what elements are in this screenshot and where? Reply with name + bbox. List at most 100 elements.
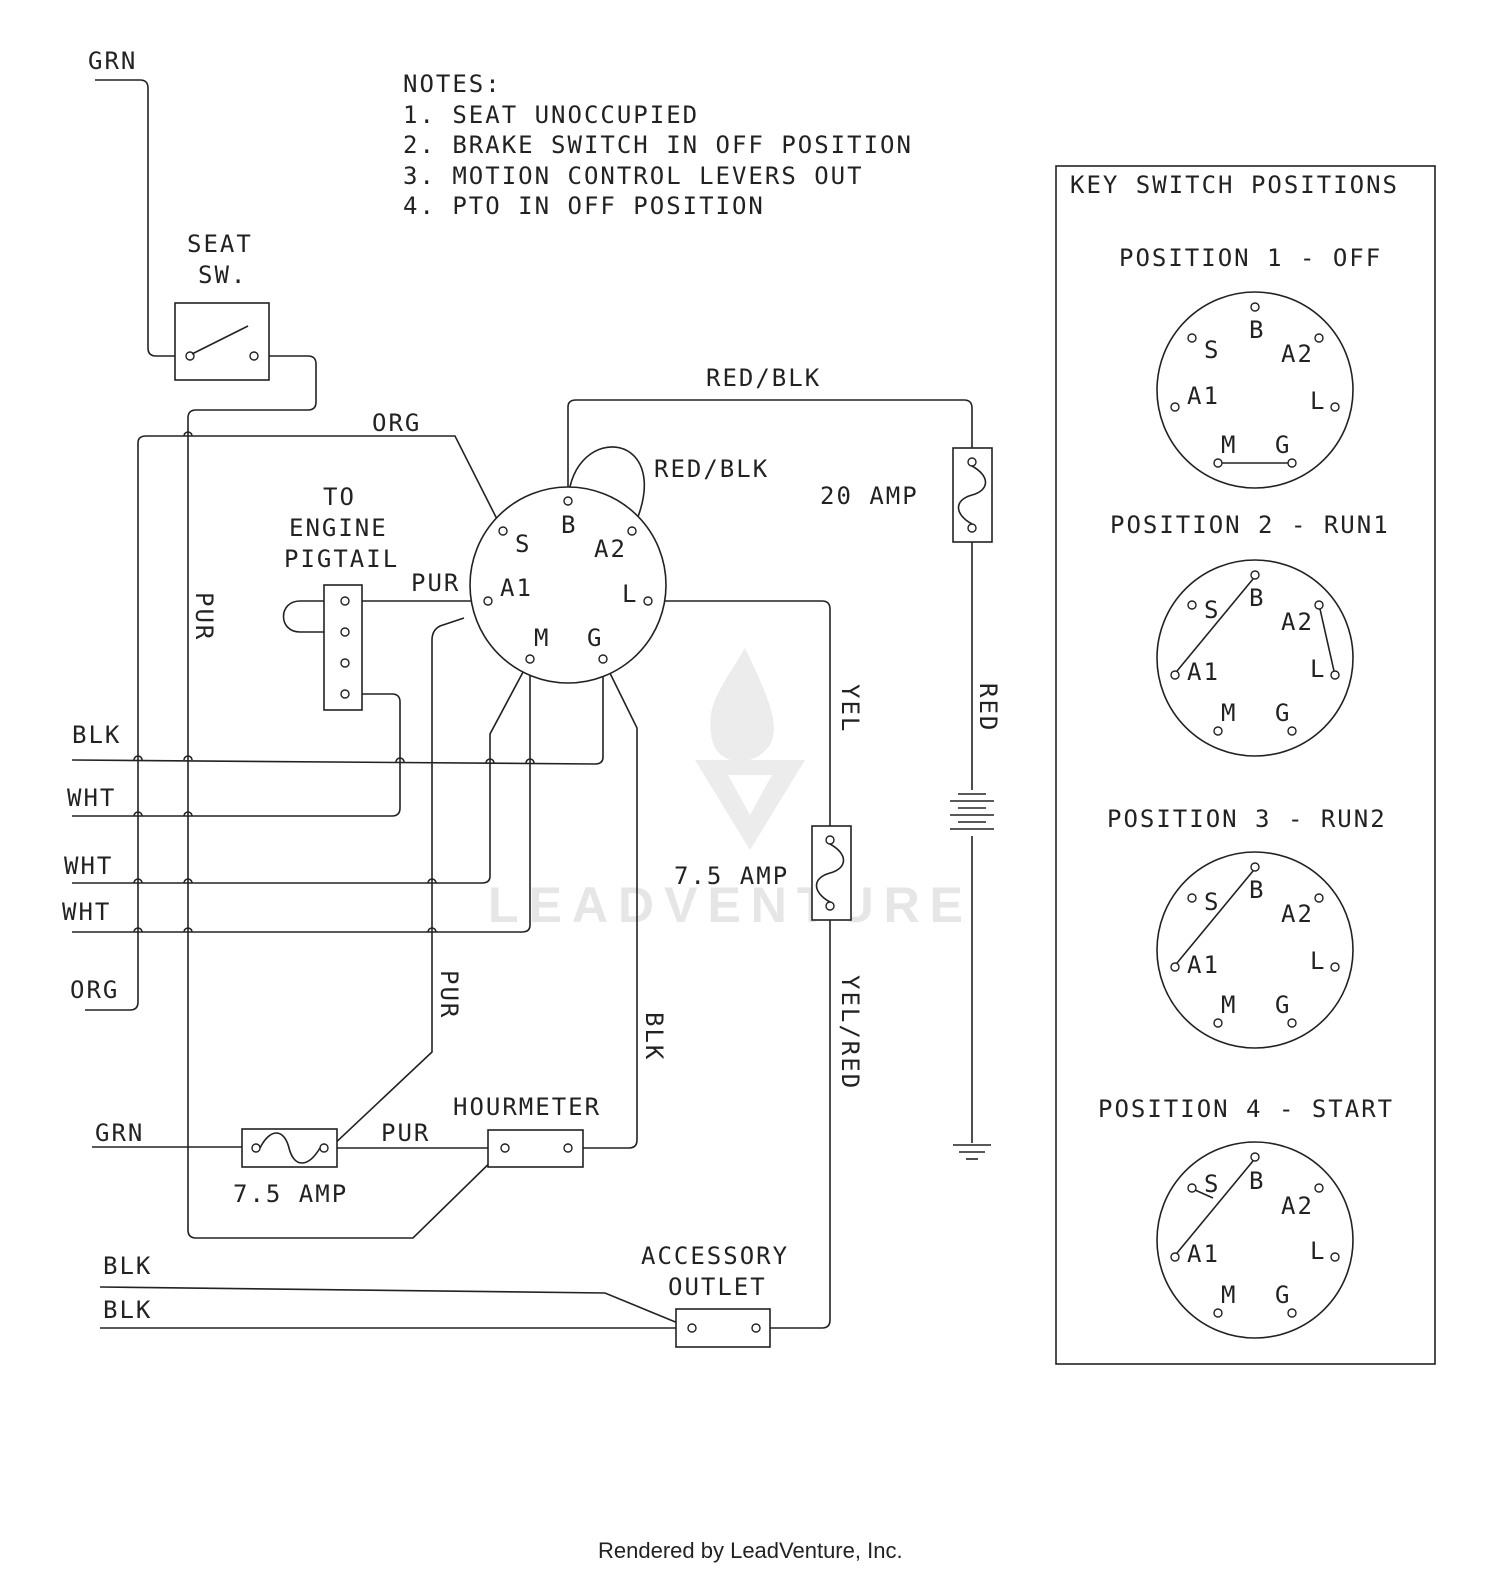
watermark-flame-icon (710, 648, 774, 762)
wire-m-wht-2 (72, 658, 531, 884)
wire-grn-top (95, 79, 190, 357)
note-item: 3. MOTION CONTROL LEVERS OUT (403, 162, 864, 190)
note-item: 4. PTO IN OFF POSITION (403, 192, 765, 220)
wire-pigtail-loop (282, 600, 345, 633)
pos1-l: L (1310, 387, 1326, 415)
wires (71, 79, 973, 1329)
wire-label-blk-left: BLK (72, 721, 121, 749)
pos2-g: G (1275, 699, 1291, 727)
seat-switch: SEAT SW. (174, 230, 270, 381)
key-position-2: POSITION 2 - RUN1 B S A2 A1 L M G (1110, 511, 1390, 757)
fuse-7-5-amp-right-label: 7.5 AMP (674, 862, 789, 890)
seat-switch-label: SEAT (187, 230, 253, 258)
pos3-g: G (1275, 991, 1291, 1019)
pos1-a1: A1 (1187, 382, 1220, 410)
pos4-m: M (1221, 1281, 1237, 1309)
wire-label-red-blk-loop: RED/BLK (654, 455, 769, 483)
wire-pigtail-wht (72, 693, 401, 817)
wire-label-pur-vertical-center: PUR (435, 970, 463, 1019)
pos2-m: M (1221, 699, 1237, 727)
pos4-a1: A1 (1187, 1240, 1220, 1268)
wire-label-red-blk-top: RED/BLK (706, 364, 821, 392)
pos4-s: S (1204, 1170, 1220, 1198)
notes-title: NOTES: (403, 70, 502, 98)
fuse-7-5-amp-right: 7.5 AMP (674, 825, 852, 921)
battery-icon (950, 790, 994, 836)
pos1-m: M (1221, 431, 1237, 459)
fuse-20-amp: 20 AMP (820, 447, 993, 543)
key-position-1: POSITION 1 - OFF B S A2 A1 L M G (1119, 244, 1382, 489)
engine-pigtail-label: TO (323, 483, 356, 511)
watermark-v-icon (695, 760, 805, 850)
terminal-label-a1: A1 (500, 574, 533, 602)
hourmeter: HOURMETER (453, 1093, 599, 1168)
notes: NOTES: 1. SEAT UNOCCUPIED 2. BRAKE SWITC… (403, 70, 913, 220)
terminal-label-b: B (561, 511, 577, 539)
pos3-s: S (1204, 888, 1220, 916)
wire-blk-bottom-1 (99, 1286, 691, 1329)
wire-pur-center (329, 617, 465, 1149)
pos2-a2: A2 (1281, 608, 1314, 636)
wire-seat-out (187, 355, 506, 1239)
pos2-l: L (1310, 655, 1326, 683)
wire-label-pur-a1: PUR (411, 569, 460, 597)
wire-label-org-left: ORG (70, 976, 119, 1004)
pos3-a1: A1 (1187, 951, 1220, 979)
wire-label-wht-3: WHT (62, 898, 111, 926)
fuse-7-5-amp-bottom: 7.5 AMP (233, 1128, 348, 1208)
accessory-outlet-label: OUTLET (668, 1273, 767, 1301)
key-position-4: POSITION 4 - START B S A2 A1 L M G (1098, 1095, 1394, 1339)
terminal-label-s: S (515, 530, 531, 558)
key-position-label: POSITION 2 - RUN1 (1110, 511, 1390, 539)
pos3-a2: A2 (1281, 900, 1314, 928)
wire-g-blk-left (71, 659, 604, 765)
wire-label-org-top: ORG (372, 409, 421, 437)
fuse-20-amp-label: 20 AMP (820, 482, 919, 510)
pos2-a1: A1 (1187, 658, 1220, 686)
watermark: LEADVENTURE (488, 648, 973, 933)
pos4-a2: A2 (1281, 1192, 1314, 1220)
wire-label-blk-bottom-1: BLK (103, 1252, 152, 1280)
wire-m-wht-3 (72, 659, 531, 933)
accessory-outlet: ACCESSORY OUTLET (641, 1242, 789, 1348)
wire-red-blk-loop (567, 446, 646, 532)
wire-label-red: RED (974, 683, 1002, 732)
terminal-label-a2: A2 (594, 535, 627, 563)
pos3-b: B (1249, 876, 1265, 904)
ground-icon (953, 1144, 991, 1160)
pos4-b: B (1249, 1167, 1265, 1195)
wire-label-wht-1: WHT (67, 784, 116, 812)
note-item: 2. BRAKE SWITCH IN OFF POSITION (403, 131, 913, 159)
pos1-a2: A2 (1281, 340, 1314, 368)
wire-label-grn-top: GRN (88, 47, 137, 75)
wire-crossings (133, 431, 535, 933)
wire-label-yel: YEL (836, 684, 864, 733)
fuse-7-5-amp-bottom-label: 7.5 AMP (233, 1180, 348, 1208)
note-item: 1. SEAT UNOCCUPIED (403, 101, 699, 129)
key-position-label: POSITION 3 - RUN2 (1107, 805, 1387, 833)
key-panel-title: KEY SWITCH POSITIONS (1070, 171, 1399, 199)
pos1-b: B (1249, 316, 1265, 344)
pos1-g: G (1275, 431, 1291, 459)
accessory-outlet-label: ACCESSORY (641, 1242, 789, 1270)
wire-labels: GRN ORG RED/BLK RED/BLK PUR BLK WHT WHT … (62, 47, 1002, 1324)
engine-pigtail-label: PIGTAIL (284, 545, 399, 573)
pos4-g: G (1275, 1281, 1291, 1309)
key-position-label: POSITION 4 - START (1098, 1095, 1394, 1123)
wire-label-wht-2: WHT (64, 852, 113, 880)
wire-yel (648, 600, 831, 830)
wire-label-blk-vertical: BLK (640, 1012, 668, 1061)
key-position-label: POSITION 1 - OFF (1119, 244, 1382, 272)
key-switch: S B A2 A1 L M G (469, 486, 667, 684)
pos3-l: L (1310, 947, 1326, 975)
pos2-b: B (1249, 584, 1265, 612)
wire-yel-red (756, 915, 831, 1329)
wire-label-grn-bottom: GRN (95, 1119, 144, 1147)
key-switch-positions-panel: KEY SWITCH POSITIONS POSITION 1 - OFF B … (1055, 165, 1436, 1365)
engine-pigtail-label: ENGINE (289, 514, 388, 542)
pos1-s: S (1204, 336, 1220, 364)
wire-red-blk-top (567, 399, 973, 501)
watermark-text: LEADVENTURE (488, 877, 973, 933)
wire-label-pur-bottom: PUR (381, 1119, 430, 1147)
